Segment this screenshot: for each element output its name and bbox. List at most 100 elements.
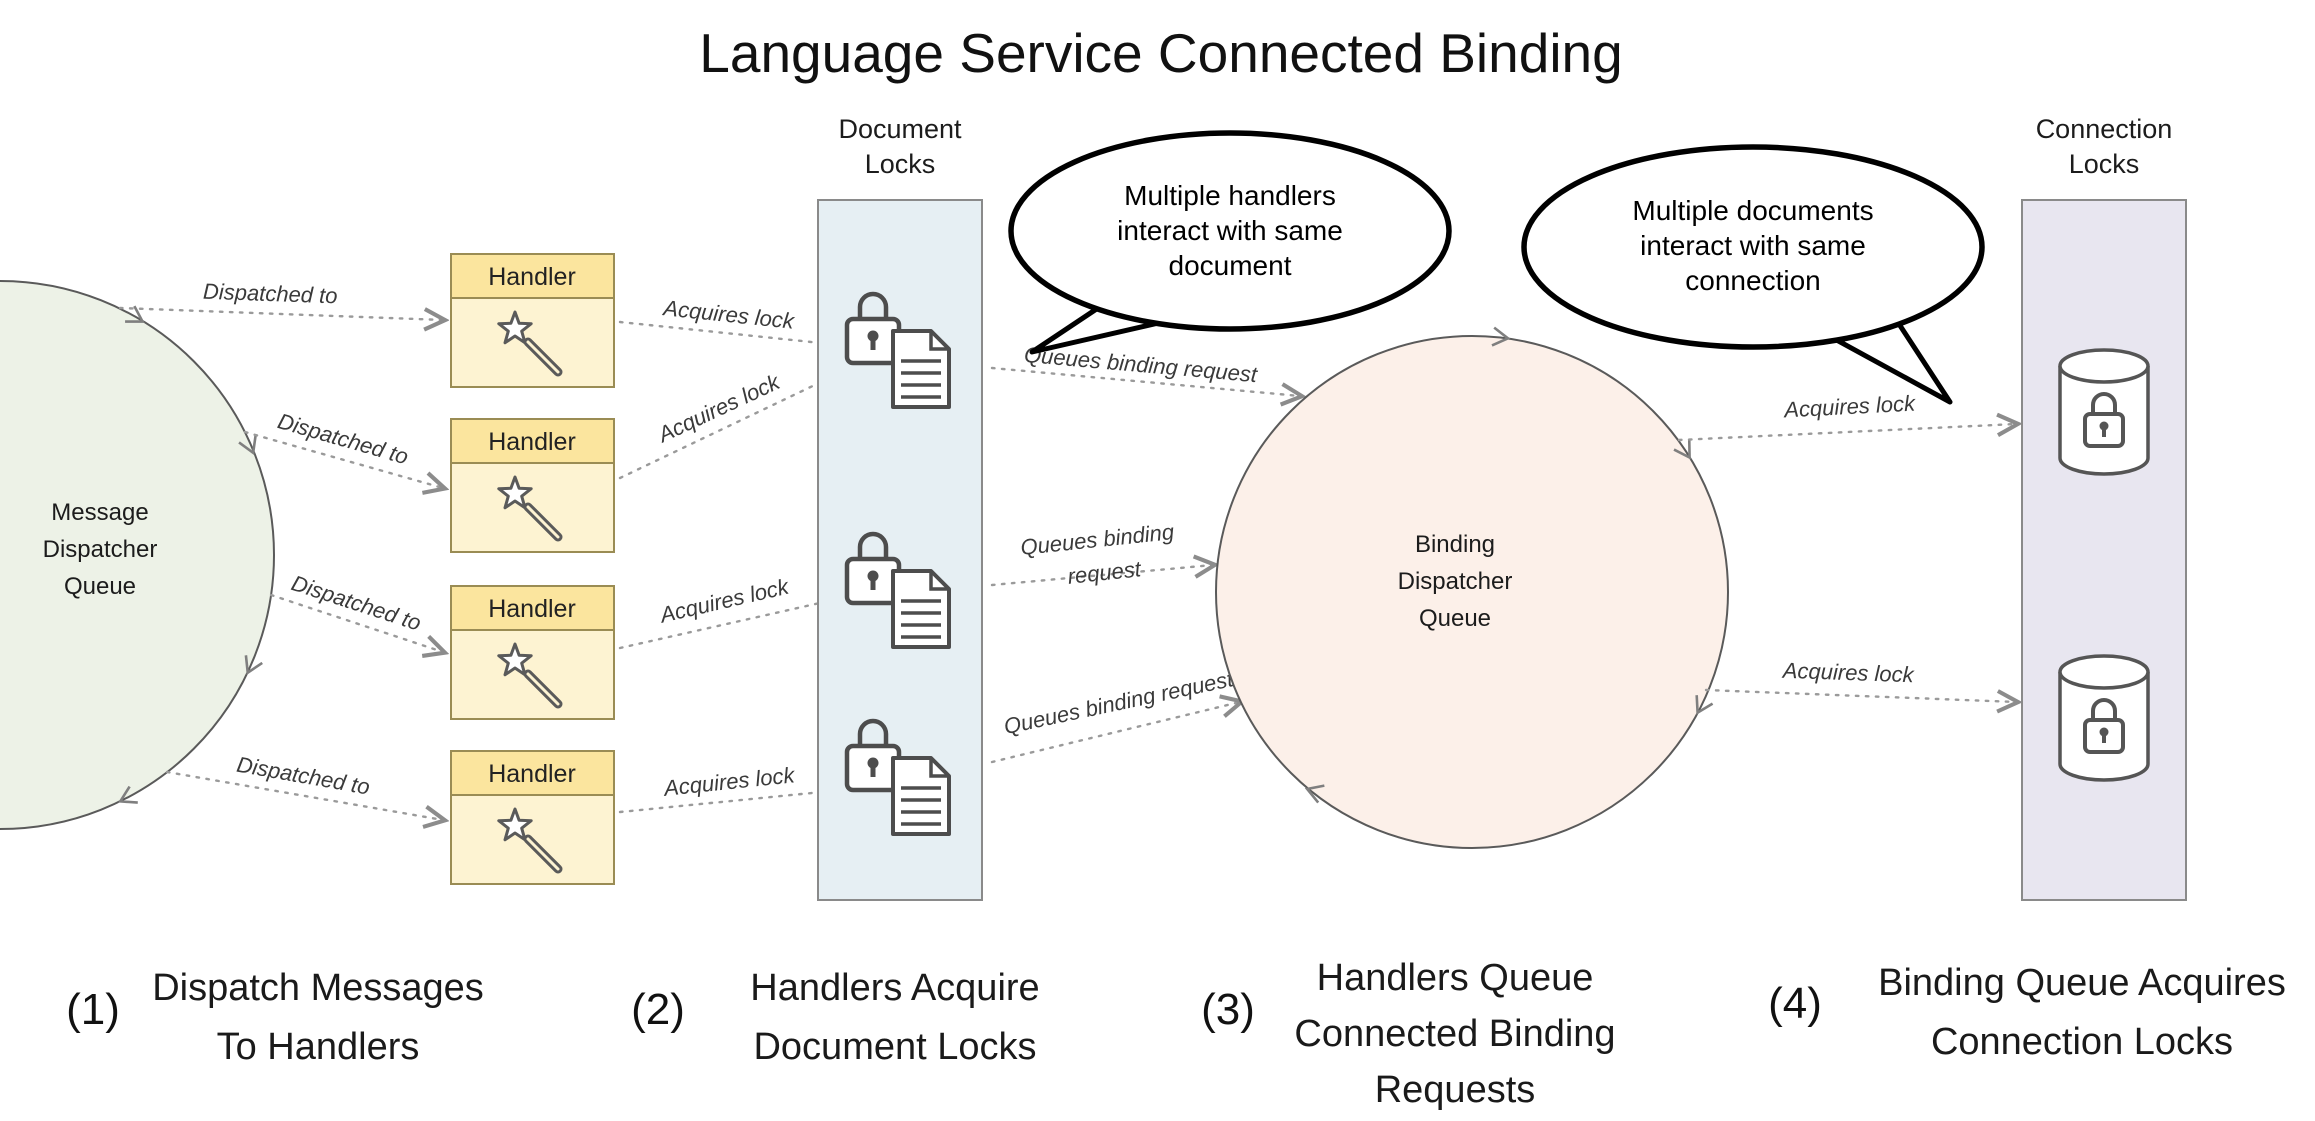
- document-locks-label: Document: [838, 114, 962, 144]
- flow-chevron-icon: [1304, 784, 1325, 804]
- step-number: (1): [66, 985, 120, 1034]
- edge-label-dispatched-to: Dispatched to: [235, 752, 372, 800]
- binding-queue-label: Binding: [1415, 531, 1495, 558]
- database-lock-icon: [2058, 654, 2150, 782]
- arrow-acquires-connection-2: [1704, 688, 2016, 702]
- step-caption-3: (3) Handlers Queue Connected Binding Req…: [1201, 957, 1615, 1111]
- speech-bubble-body: [1008, 130, 1452, 332]
- document-lock-icon: [844, 291, 951, 409]
- edge-label-acquires-lock: Acquires lock: [1782, 391, 1917, 423]
- speech-bubble-body: [1521, 144, 1985, 350]
- document-locks: Document Locks: [817, 114, 983, 901]
- step-text: Connection Locks: [1931, 1021, 2233, 1063]
- edge-label-acquires-lock: Acquires lock: [1780, 658, 1915, 688]
- edge-label-queues-binding: request: [1066, 556, 1142, 589]
- flow-chevron-icon: [244, 655, 263, 676]
- arrow-acquires-lock-2: [618, 372, 842, 480]
- document-lock-icon: [844, 718, 951, 836]
- connection-locks-label: Connection: [2036, 114, 2173, 144]
- speech-bubble-text: connection: [1685, 265, 1820, 296]
- binding-queue-label: Queue: [1419, 605, 1491, 632]
- binding-queue-label: Dispatcher: [1398, 568, 1513, 595]
- message-dispatcher-queue: Message Dispatcher Queue: [0, 280, 275, 830]
- flow-chevron-icon: [1695, 695, 1714, 715]
- edge-label-queues-binding: Queues binding: [1019, 519, 1176, 560]
- step-caption-1: (1) Dispatch Messages To Handlers: [66, 967, 484, 1068]
- arrow-acquires-connection-1: [1677, 424, 2016, 442]
- magic-wand-icon: [497, 642, 563, 709]
- arrow-acquires-lock-3: [618, 598, 842, 650]
- step-text: Handlers Queue: [1317, 957, 1594, 999]
- arrow-dispatched-4: [165, 770, 443, 820]
- edge-label-queues-binding-request: Queues binding request: [1002, 666, 1237, 739]
- speech-bubble-text: Multiple documents: [1632, 195, 1873, 226]
- arrow-dispatched-3: [269, 593, 443, 652]
- handler-label: Handler: [488, 428, 576, 456]
- speech-bubble-handlers: Multiple handlers interact with same doc…: [1008, 130, 1452, 355]
- flow-chevron-icon: [1673, 440, 1691, 460]
- edge-label-acquires-lock: Acquires lock: [656, 574, 792, 628]
- arrow-queues-binding-2: [990, 565, 1213, 587]
- document-lock-icon: [844, 531, 951, 649]
- step-number: (2): [631, 985, 685, 1034]
- edge-label-dispatched-to: Dispatched to: [288, 570, 424, 635]
- step-number: (3): [1201, 985, 1255, 1034]
- arrow-acquires-lock-4: [618, 790, 842, 814]
- speech-bubble-text: interact with same: [1640, 230, 1866, 261]
- handler-box-1: Handler: [450, 253, 615, 388]
- handler-box-3: Handler: [450, 585, 615, 720]
- magic-wand-icon: [497, 310, 563, 377]
- arrow-queues-binding-3: [990, 702, 1240, 764]
- database-lock-icon: [2058, 348, 2150, 476]
- handler-header: [450, 418, 615, 464]
- flow-chevron-icon: [238, 435, 257, 456]
- arrow-dispatched-2: [243, 430, 443, 488]
- step-text: Connected Binding: [1294, 1013, 1615, 1055]
- message-queue-label: Message: [51, 499, 148, 526]
- message-queue-label: Queue: [64, 573, 136, 600]
- handler-label: Handler: [488, 595, 576, 623]
- step-number: (4): [1768, 979, 1822, 1028]
- step-text: To Handlers: [217, 1026, 420, 1068]
- connection-locks-label: Locks: [2069, 149, 2140, 179]
- speech-bubble-text: Multiple handlers: [1124, 180, 1336, 211]
- edge-label-acquires-lock: Acquires lock: [661, 762, 797, 801]
- acquires-connection-lock-arrows: Acquires lock Acquires lock: [1677, 391, 2016, 702]
- handler-header: [450, 750, 615, 796]
- handler-header: [450, 253, 615, 299]
- acquires-document-lock-arrows: Acquires lock Acquires lock Acquires loc…: [618, 295, 842, 814]
- arrow-acquires-lock-1: [618, 320, 840, 345]
- step-caption-2: (2) Handlers Acquire Document Locks: [631, 967, 1040, 1068]
- step-text: Document Locks: [753, 1026, 1036, 1068]
- magic-wand-icon: [497, 807, 563, 874]
- handler-box-4: Handler: [450, 750, 615, 885]
- handler-label: Handler: [488, 760, 576, 788]
- speech-bubble-text: interact with same: [1117, 215, 1343, 246]
- speech-bubble-documents: Multiple documents interact with same co…: [1521, 144, 1985, 405]
- diagram-title: Language Service Connected Binding: [699, 22, 1622, 84]
- connection-locks-panel: [2021, 199, 2187, 901]
- arrow-dispatched-1: [118, 306, 443, 320]
- message-queue-circle: [0, 280, 275, 830]
- step-caption-4: (4) Binding Queue Acquires Connection Lo…: [1768, 962, 2286, 1063]
- step-text: Binding Queue Acquires: [1878, 962, 2286, 1004]
- connection-locks: Connection Locks: [2021, 114, 2187, 901]
- step-text: Requests: [1375, 1069, 1536, 1111]
- flow-chevron-icon: [1491, 326, 1511, 347]
- flow-chevron-icon: [118, 785, 138, 804]
- handler-label: Handler: [488, 263, 576, 291]
- binding-queue-circle: [1215, 335, 1729, 849]
- handler-header: [450, 585, 615, 631]
- edge-label-dispatched-to: Dispatched to: [203, 279, 338, 309]
- handler-box-2: Handler: [450, 418, 615, 553]
- arrow-queues-binding-1: [990, 366, 1300, 396]
- document-locks-label: Locks: [865, 149, 936, 179]
- message-queue-label: Dispatcher: [43, 536, 158, 563]
- flow-chevron-icon: [125, 305, 145, 323]
- speech-bubble-text: document: [1169, 250, 1292, 281]
- binding-dispatcher-queue: Binding Dispatcher Queue: [1215, 326, 1729, 849]
- magic-wand-icon: [497, 475, 563, 542]
- step-text: Dispatch Messages: [152, 967, 484, 1009]
